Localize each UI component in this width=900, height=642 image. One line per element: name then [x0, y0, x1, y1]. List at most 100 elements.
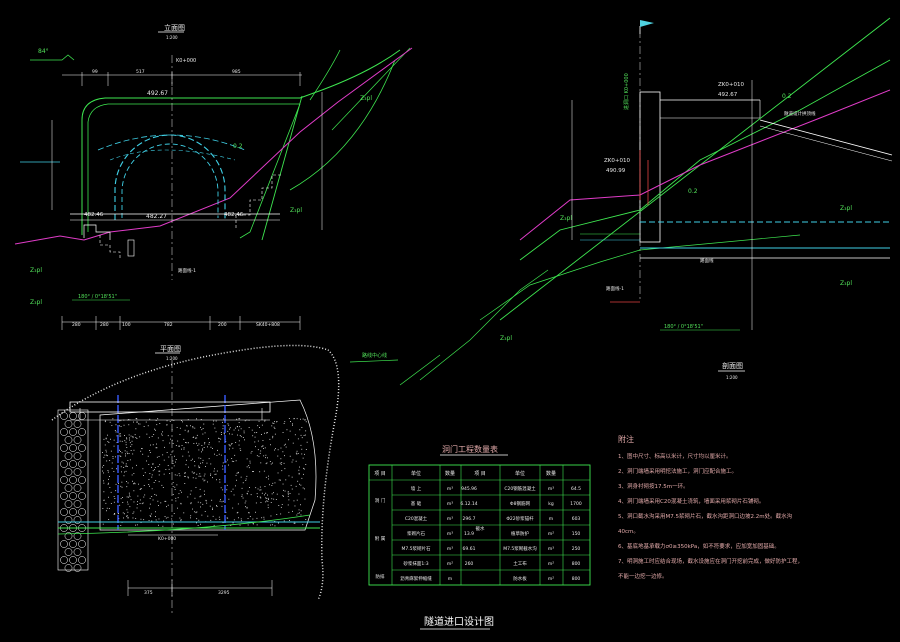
anchor-rod-2	[759, 125, 893, 162]
speckle-dot	[251, 451, 253, 452]
speckle-dot	[154, 469, 155, 471]
speckle-dot	[195, 477, 197, 479]
speckle-dot	[300, 510, 302, 512]
speckle-dot	[235, 460, 237, 462]
profile-station-label: 进洞口 K0+000	[623, 73, 630, 110]
speckle-dot	[296, 453, 298, 455]
speckle-dot	[206, 462, 208, 464]
speckle-dot	[158, 524, 159, 526]
speckle-dot	[108, 482, 109, 484]
bearing-label: 180° / 0°18'51"	[78, 294, 117, 300]
speckle-dot	[201, 429, 203, 431]
speckle-dot	[223, 418, 225, 420]
speckle-dot	[132, 436, 134, 437]
speckle-dot	[299, 512, 300, 514]
speckle-dot	[140, 450, 142, 452]
speckle-dot	[212, 477, 213, 479]
speckle-dot	[138, 423, 139, 425]
speckle-dot	[148, 436, 150, 438]
dim-label: 3295	[218, 590, 230, 596]
speckle-dot	[124, 513, 125, 515]
speckle-dot	[192, 426, 194, 427]
speckle-dot	[207, 446, 208, 448]
speckle-dot	[191, 471, 193, 473]
speckle-dot	[264, 432, 265, 434]
speckle-dot	[174, 489, 176, 490]
speckle-dot	[263, 448, 264, 449]
speckle-dot	[283, 489, 284, 491]
riprap-cell	[60, 508, 68, 516]
speckle-dot	[301, 427, 303, 428]
speckle-dot	[271, 425, 273, 427]
speckle-dot	[296, 418, 298, 420]
speckle-dot	[183, 447, 185, 449]
speckle-dot	[280, 479, 281, 481]
speckle-dot	[114, 430, 116, 431]
speckle-dot	[202, 449, 204, 451]
speckle-dot	[232, 488, 234, 490]
speckle-dot	[195, 487, 197, 488]
riprap-cell	[64, 420, 73, 428]
rock-label: Z₃pl	[560, 215, 572, 222]
speckle-dot	[292, 459, 294, 461]
speckle-dot	[263, 455, 265, 457]
dim-label: 375	[144, 590, 153, 596]
note-line: 6、基底地基承载力σ0≥350kPa，如不符要求，应加宽加固基础。	[618, 542, 780, 550]
speckle-dot	[235, 442, 237, 443]
speckle-dot	[240, 450, 242, 451]
speckle-dot	[115, 490, 117, 492]
profile-note-1: 隧道设计拱顶线	[784, 110, 816, 117]
speckle-dot	[145, 421, 147, 423]
speckle-dot	[212, 515, 214, 517]
speckle-dot	[285, 443, 286, 445]
speckle-dot	[128, 496, 129, 498]
speckle-dot	[201, 451, 202, 453]
speckle-dot	[148, 484, 150, 485]
speckle-dot	[107, 434, 108, 436]
table-cell: 250	[572, 546, 581, 552]
speckle-dot	[214, 468, 215, 470]
speckle-dot	[155, 519, 157, 521]
speckle-dot	[106, 507, 108, 509]
speckle-dot	[144, 472, 146, 474]
speckle-dot	[202, 428, 204, 429]
speckle-dot	[125, 453, 126, 455]
speckle-dot	[245, 480, 247, 481]
speckle-dot	[265, 463, 267, 465]
speckle-dot	[106, 454, 107, 456]
speckle-dot	[140, 522, 142, 523]
speckle-dot	[121, 461, 123, 463]
speckle-dot	[268, 475, 269, 477]
speckle-dot	[125, 455, 126, 457]
speckle-dot	[149, 452, 151, 453]
speckle-dot	[140, 488, 142, 489]
speckle-dot	[288, 499, 290, 501]
speckle-dot	[155, 429, 156, 431]
speckle-dot	[189, 493, 191, 495]
portal-wall	[69, 401, 271, 413]
speckle-dot	[190, 517, 191, 519]
speckle-dot	[133, 483, 134, 485]
speckle-dot	[104, 444, 106, 446]
speckle-dot	[163, 459, 165, 461]
speckle-dot	[126, 437, 127, 439]
speckle-dot	[185, 464, 187, 466]
speckle-dot	[269, 484, 270, 486]
speckle-dot	[265, 497, 267, 499]
drain-box	[127, 239, 135, 257]
speckle-dot	[249, 516, 251, 517]
speckle-dot	[246, 507, 248, 509]
speckle-dot	[236, 479, 237, 481]
speckle-dot	[192, 458, 193, 460]
speckle-dot	[162, 525, 164, 527]
riprap-cell	[64, 468, 73, 476]
speckle-dot	[203, 423, 205, 425]
rock-label: Z₃pl	[30, 267, 42, 274]
speckle-dot	[202, 462, 204, 464]
speckle-dot	[173, 420, 175, 421]
speckle-dot	[281, 504, 283, 505]
speckle-dot	[219, 481, 221, 483]
speckle-dot	[273, 498, 275, 500]
speckle-dot	[305, 464, 307, 465]
speckle-dot	[271, 485, 273, 486]
